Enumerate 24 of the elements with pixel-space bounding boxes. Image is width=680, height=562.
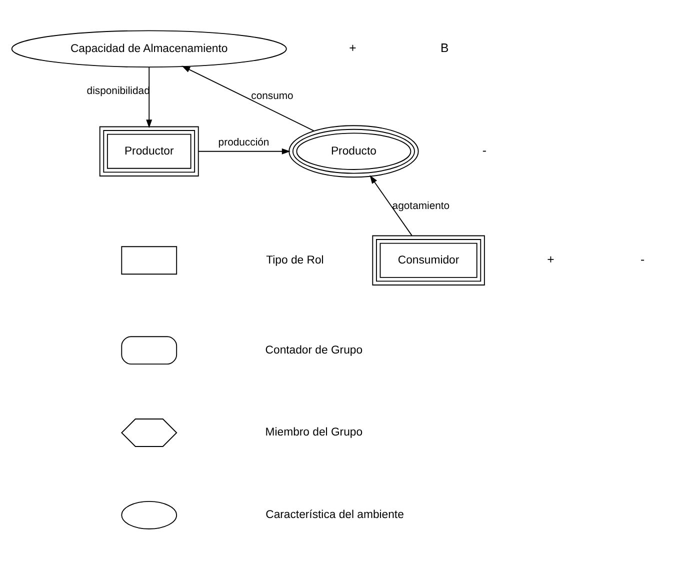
label: - — [640, 252, 645, 266]
node-ellipse: Capacidad de Almacenamiento — [11, 30, 287, 68]
arrow — [198, 148, 290, 154]
legend-label: Tipo de Rol — [266, 254, 324, 266]
node-ellipse — [121, 500, 178, 529]
edge-label: producción — [218, 136, 270, 148]
label: + — [349, 40, 356, 55]
node-box — [121, 336, 178, 364]
legend-label: Característica del ambiente — [266, 508, 404, 521]
label: + — [547, 252, 554, 266]
edge-label: agotamiento — [392, 200, 450, 212]
node-box — [121, 246, 178, 274]
legend-label: Miembro del Grupo — [265, 426, 363, 438]
label: B — [440, 40, 449, 55]
arrow — [146, 66, 152, 128]
label: - — [482, 143, 486, 158]
legend-label: Contador de Grupo — [265, 344, 363, 356]
arrow — [182, 65, 315, 131]
node-box: Consumidor — [372, 234, 485, 285]
node-box: Productor — [99, 126, 199, 176]
node-ellipse: Producto — [288, 124, 419, 178]
edge-label: consumo — [251, 90, 294, 102]
node-hexagon — [120, 418, 178, 446]
arrow — [370, 174, 412, 236]
